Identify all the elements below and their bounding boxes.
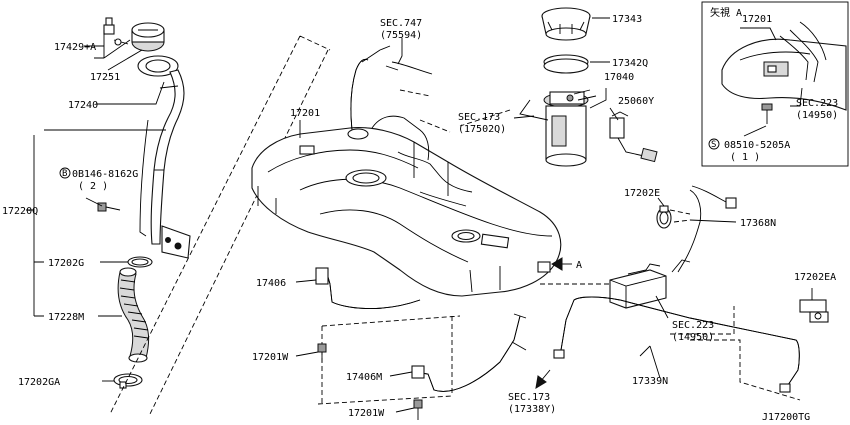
evap-canister: SEC.223 (14950) — [609, 263, 735, 343]
clip-17202ea: 17202EA — [794, 272, 836, 323]
screw-symbol-s: S — [711, 140, 716, 150]
inset-title: 矢視 A — [710, 6, 742, 19]
label-inset-sec223-ref: (14950) — [796, 110, 838, 121]
label-25060y: 25060Y — [618, 96, 654, 107]
label-17202g: 17202G — [48, 258, 84, 269]
left-callouts: B 17429+A 17251 17240 0B146-8162G ( 2 ) … — [2, 30, 166, 388]
label-17201w-1: 17201W — [252, 352, 289, 363]
label-17240: 17240 — [68, 100, 98, 111]
label-08146-qty: ( 2 ) — [78, 181, 108, 192]
breather-pipe — [350, 45, 433, 131]
filler-hose — [117, 267, 150, 363]
fuel-level-sender — [609, 111, 658, 163]
filler-cap — [131, 22, 165, 52]
label-17251: 17251 — [90, 72, 120, 83]
label-17429a: 17429+A — [54, 42, 96, 53]
label-17339n: 17339N — [632, 376, 668, 387]
label-sec223-ref: (14950) — [672, 332, 714, 343]
label-17040: 17040 — [604, 72, 634, 83]
label-inset-17201: 17201 — [742, 14, 772, 25]
label-17202e: 17202E — [624, 188, 660, 199]
label-inset-08510-qty: ( 1 ) — [730, 152, 760, 163]
label-17202ea: 17202EA — [794, 272, 836, 283]
label-17343: 17343 — [612, 14, 642, 25]
fuel-tank — [251, 115, 562, 297]
label-17368n: 17368N — [740, 218, 776, 229]
filler-flange — [137, 55, 179, 77]
label-sec173-top: SEC.173 — [458, 112, 500, 123]
fuel-pump-module — [543, 89, 597, 167]
label-sec747-ref: (75594) — [380, 30, 422, 41]
fuel-pump-group: 17343 17342Q 17040 25060Y SEC.173 (17502… — [458, 7, 658, 167]
label-17201-tank: 17201 — [290, 108, 320, 119]
bolt-b — [97, 202, 121, 212]
inset-view-a: 矢視 A 17201 SEC.223 (14950) S 08510-5205A… — [701, 1, 849, 167]
filler-tube — [139, 69, 185, 245]
sec747-callout: SEC.747 (75594) 17201 — [290, 18, 422, 138]
label-inset-08510: 08510-5205A — [724, 140, 790, 151]
strap-bolt-1: 17201W — [252, 343, 327, 363]
strap-bolt-2: 17201W — [348, 399, 423, 420]
cap-tether-clip — [103, 17, 129, 46]
label-17202ga: 17202GA — [18, 377, 60, 388]
label-inset-sec223: SEC.223 — [796, 98, 838, 109]
label-17406m: 17406M — [346, 372, 382, 383]
label-08146: 0B146-8162G — [72, 169, 138, 180]
filler-bracket — [161, 225, 191, 259]
label-17228m: 17228M — [48, 312, 84, 323]
label-sec747: SEC.747 — [380, 18, 422, 29]
diagram-id: J17200TG — [762, 412, 810, 423]
pump-lock-ring — [541, 7, 591, 41]
view-arrow-a: A — [551, 257, 582, 271]
vapor-line: 17339N — [553, 296, 801, 401]
label-17406: 17406 — [256, 278, 286, 289]
bolt-symbol-b: B — [62, 169, 67, 179]
hose-clamp-lower — [113, 373, 143, 389]
label-17342q: 17342Q — [612, 58, 648, 69]
label-sec173-bottom-ref: (17338Y) — [508, 404, 556, 415]
vent-hose-17368n: 17368N — [671, 185, 776, 273]
sec173-bottom-callout: SEC.173 (17338Y) — [508, 369, 556, 415]
label-arrow-a: A — [576, 260, 582, 271]
label-sec173-top-ref: (17502Q) — [458, 124, 506, 135]
hose-clamp-upper — [127, 256, 153, 268]
tank-strap-17406m: 17406M — [346, 313, 527, 392]
filler-neck-group — [97, 17, 191, 389]
tank-strap-17406: 17406 — [256, 267, 421, 309]
label-sec173-bottom: SEC.173 — [508, 392, 550, 403]
label-sec223: SEC.223 — [672, 320, 714, 331]
label-17201w-2: 17201W — [348, 408, 385, 419]
pump-seal — [543, 54, 589, 74]
label-17220q: 17220Q — [2, 206, 38, 217]
clamp-17202e: 17202E — [624, 188, 691, 229]
